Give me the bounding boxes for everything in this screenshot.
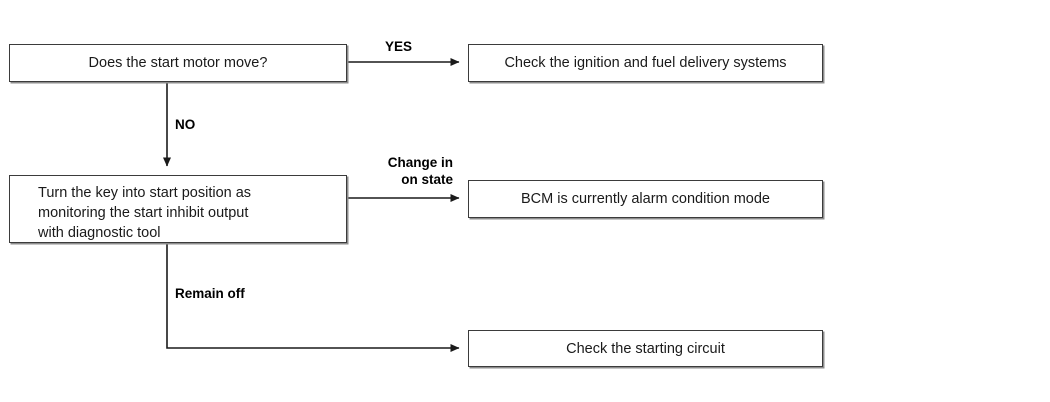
connector-remain-off-branch: [166, 243, 460, 352]
edge-label-remain-off: Remain off: [175, 286, 245, 301]
edge-label-no: NO: [175, 117, 196, 132]
node-label-bcm-alarm-condition: BCM is currently alarm condition mode: [520, 191, 770, 207]
node-label-ignition-fuel-check: Check the ignition and fuel delivery sys…: [504, 55, 787, 71]
node-ignition-fuel-check[interactable]: Check the ignition and fuel delivery sys…: [468, 44, 823, 82]
node-label-turn-key-monitor: Turn the key into start position as moni…: [38, 185, 252, 241]
edge-label-change-in-on-state: Change in on state: [387, 155, 453, 187]
edge-label-yes: YES: [385, 39, 413, 54]
node-bcm-alarm-condition[interactable]: BCM is currently alarm condition mode: [468, 180, 823, 218]
node-starting-circuit-check[interactable]: Check the starting circuit: [468, 330, 823, 367]
node-start-motor-question[interactable]: Does the start motor move?: [9, 44, 347, 82]
node-label-start-motor-question: Does the start motor move?: [88, 55, 268, 71]
node-label-starting-circuit-check: Check the starting circuit: [566, 340, 725, 357]
node-turn-key-monitor[interactable]: Turn the key into start position as moni…: [9, 175, 347, 243]
